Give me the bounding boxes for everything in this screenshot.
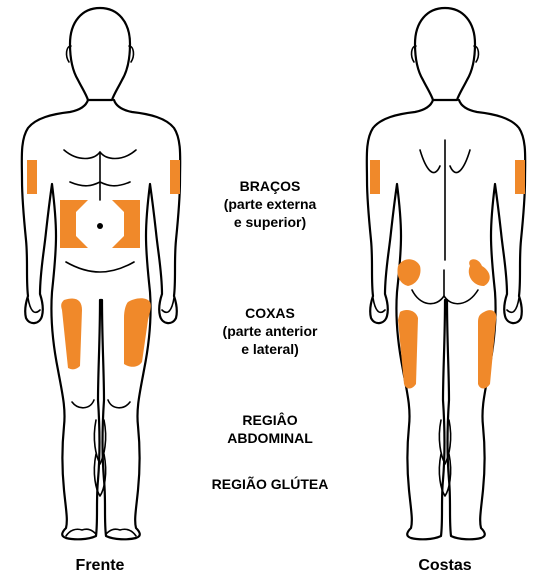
front-body-outline bbox=[22, 100, 180, 539]
label-thighs: COXAS (parte anterior e lateral) bbox=[210, 304, 330, 358]
front-arm-site-left bbox=[27, 160, 37, 194]
front-figure bbox=[22, 8, 180, 539]
back-arm-site-right bbox=[515, 160, 525, 194]
label-abdomen: REGIÂO ABDOMINAL bbox=[210, 411, 330, 447]
front-abdomen-site-left bbox=[60, 200, 88, 248]
caption-back: Costas bbox=[395, 557, 495, 575]
back-gluteal-site-right bbox=[469, 259, 490, 286]
back-thigh-site-left bbox=[398, 310, 418, 389]
label-arms: BRAÇOS (parte externa e superior) bbox=[210, 177, 330, 231]
navel-icon bbox=[97, 223, 103, 229]
back-figure bbox=[367, 8, 525, 539]
label-gluteal: REGIÃO GLÚTEA bbox=[200, 475, 340, 493]
back-gluteal-site-left bbox=[397, 259, 420, 286]
back-head bbox=[415, 8, 475, 100]
back-arm-site-left bbox=[370, 160, 380, 194]
front-arm-site-right bbox=[170, 160, 180, 194]
back-body-outline bbox=[367, 100, 525, 539]
caption-front: Frente bbox=[50, 557, 150, 575]
front-abdomen-site-right bbox=[112, 200, 140, 248]
front-thigh-site-left bbox=[61, 298, 82, 369]
front-head bbox=[70, 8, 130, 100]
